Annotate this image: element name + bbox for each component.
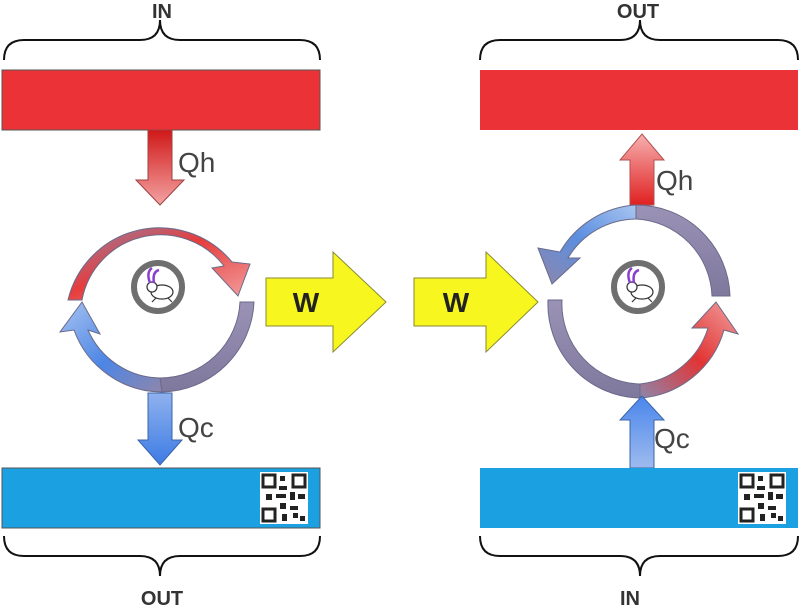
right-top-brace [479, 19, 799, 61]
right-engine: OUT Qh Qc [479, 1, 799, 610]
left-cycle-right-arc [159, 301, 255, 393]
right-qr-code-icon [738, 472, 786, 524]
right-qc-label: Qc [654, 423, 690, 454]
right-cycle-left-arc [547, 299, 641, 399]
left-bottom-brace [3, 535, 321, 577]
right-cycle-top-arc [537, 204, 637, 285]
left-qh-arrow [134, 129, 186, 206]
right-work-arrow: W [413, 250, 539, 354]
rabbit-logo-icon [611, 260, 665, 314]
left-qc-arrow [136, 392, 184, 466]
left-top-brace [3, 19, 321, 61]
left-qh-label: Qh [178, 147, 215, 178]
left-cycle-bottom-arc [58, 301, 163, 393]
right-qh-label: Qh [656, 165, 693, 196]
right-top-label: OUT [617, 1, 659, 23]
right-hot-reservoir [480, 70, 798, 130]
right-bottom-brace [479, 535, 799, 577]
left-work-arrow: W [265, 250, 387, 354]
right-cycle-bottom-arc [639, 301, 740, 399]
rabbit-logo-icon [131, 260, 185, 314]
right-work-label: W [443, 287, 470, 318]
left-engine: IN Qh Qc [1, 1, 321, 610]
right-cycle-right-top-arc [635, 204, 731, 297]
left-qc-label: Qc [178, 412, 214, 443]
left-bottom-label: OUT [141, 588, 183, 610]
left-cycle-top-arc [67, 227, 251, 301]
right-bottom-label: IN [620, 588, 640, 610]
left-work-label: W [293, 287, 320, 318]
right-qc-arrow [618, 395, 666, 469]
left-qr-code-icon [260, 472, 308, 524]
left-hot-reservoir [1, 69, 321, 131]
left-top-label: IN [152, 1, 172, 23]
right-qh-arrow [618, 133, 666, 206]
